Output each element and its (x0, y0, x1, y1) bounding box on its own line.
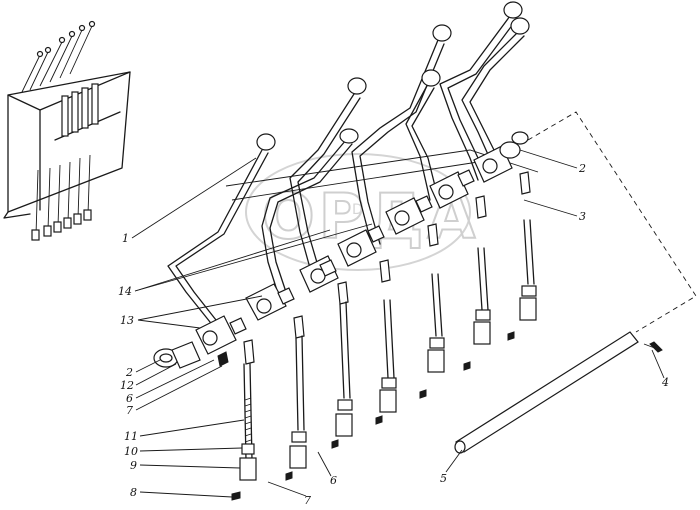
linkage-rods (217, 171, 537, 501)
callout-6-bottom: 6 (330, 474, 337, 487)
loose-shaft (454, 331, 663, 454)
callout-5: 5 (440, 472, 447, 485)
callout-7-left: 7 (126, 404, 133, 417)
watermark-small-text: D (352, 202, 363, 218)
callout-10: 10 (124, 445, 138, 458)
leader-lines (131, 149, 665, 498)
callout-13: 13 (120, 314, 134, 327)
callout-11: 11 (124, 430, 138, 443)
callout-9: 9 (130, 459, 137, 472)
callout-12: 12 (120, 379, 134, 392)
assembly-dashed-line (527, 111, 697, 333)
callout-4: 4 (661, 376, 669, 389)
shift-levers (167, 1, 539, 323)
callout-2-top: 2 (578, 162, 586, 175)
callout-labels: 1 2 3 14 13 2 12 6 7 11 10 9 8 7 6 5 4 (118, 162, 669, 507)
callout-14: 14 (118, 285, 132, 298)
callout-6-left: 6 (126, 392, 133, 405)
callout-3: 3 (579, 210, 586, 223)
lever-hubs (153, 131, 529, 369)
callout-1: 1 (122, 232, 129, 245)
housing-overview-inset (3, 20, 131, 241)
callout-8: 8 (130, 486, 137, 499)
callout-2-left: 2 (125, 366, 133, 379)
callout-7-bottom: 7 (304, 494, 311, 507)
